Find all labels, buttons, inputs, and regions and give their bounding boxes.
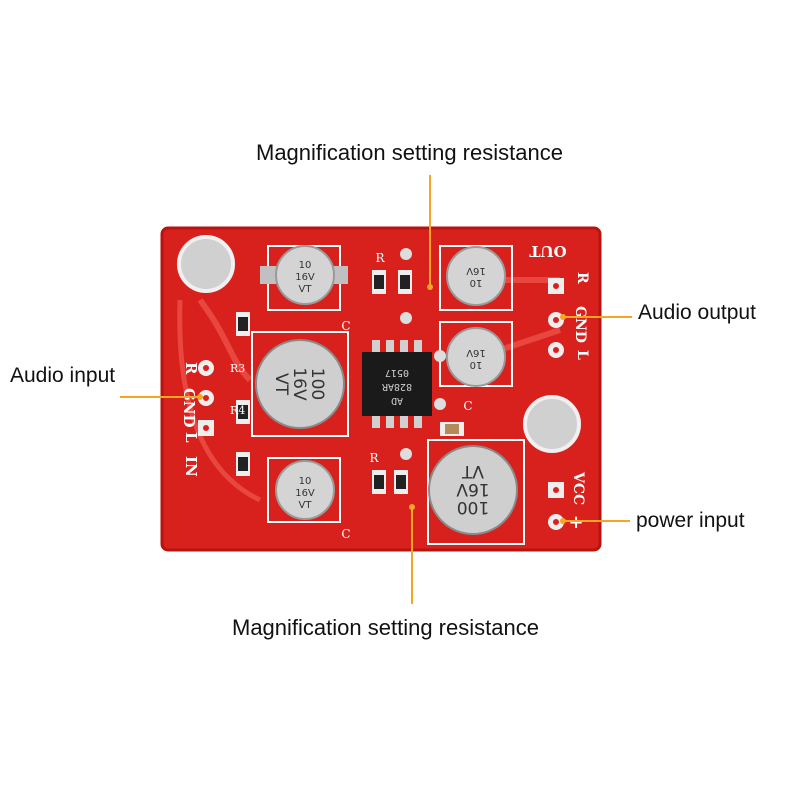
out-label: OUT [529,242,567,260]
input-pin-pads [198,360,214,436]
ref-r4: R4 [230,404,245,417]
leader-lines [120,175,632,604]
output-pin-r: R [574,272,590,284]
cap-label-3: VT [271,373,291,396]
capacitor-large: 100 16V VT [427,439,525,545]
cap-label-2: 16V [289,367,309,401]
cap-label-1: 10 [470,277,483,288]
cap-label-2: 16V [466,347,486,358]
cap-label-1: 10 [470,359,483,370]
vcc-label: VCC [570,471,586,505]
power-pin-pads [548,482,564,530]
input-pin-gnd: GND [180,388,198,428]
capacitor-small: 10 16V VT [267,457,341,523]
ref-c: C [463,399,472,413]
callout-audio-output: Audio output [638,301,756,324]
cap-label-1: 10 [299,260,312,271]
cap-label-1: 100 [307,368,327,400]
cap-label-1: 100 [457,497,489,517]
capacitor-small: 10 16V [439,245,513,311]
ref-c: C [341,319,350,333]
callout-magnification-top: Magnification setting resistance [256,140,563,165]
mounting-hole [177,235,235,293]
capacitor-small: 10 16V [439,321,513,387]
cap-label-3: VT [299,284,313,295]
input-pin-r: R [182,362,200,375]
callout-magnification-bottom: Magnification setting resistance [232,615,539,640]
cap-label-3: VT [299,500,313,511]
chip-text-2: 828AR [381,381,412,392]
callout-power-input: power input [636,509,745,532]
plus-label: + [568,512,583,533]
callout-audio-input: Audio input [10,364,116,387]
ref-r: R [369,451,379,465]
input-pin-l: L [182,432,200,443]
output-pin-l: L [574,350,590,360]
cap-label-1: 10 [299,476,312,487]
ref-c: C [341,527,350,541]
cap-label-2: 16V [295,272,315,283]
capacitor-small: 10 16V VT [260,245,348,311]
capacitor-large: 100 16V VT [251,331,349,437]
mounting-hole [523,395,581,453]
cap-label-2: 16V [295,488,315,499]
chip-text-1: AD [391,395,403,406]
cap-label-2: 16V [456,479,490,499]
smd-resistor [236,270,464,494]
cap-label-3: VT [461,461,484,481]
amplifier-chip: AD 828AR 0517 [362,340,432,428]
ref-r: R [375,251,385,265]
output-pin-gnd: GND [572,306,588,343]
chip-text-3: 0517 [385,367,409,378]
output-pin-pads [548,278,564,358]
ref-r3: R3 [230,362,245,375]
cap-label-2: 16V [466,265,486,276]
in-label: IN [182,456,200,477]
